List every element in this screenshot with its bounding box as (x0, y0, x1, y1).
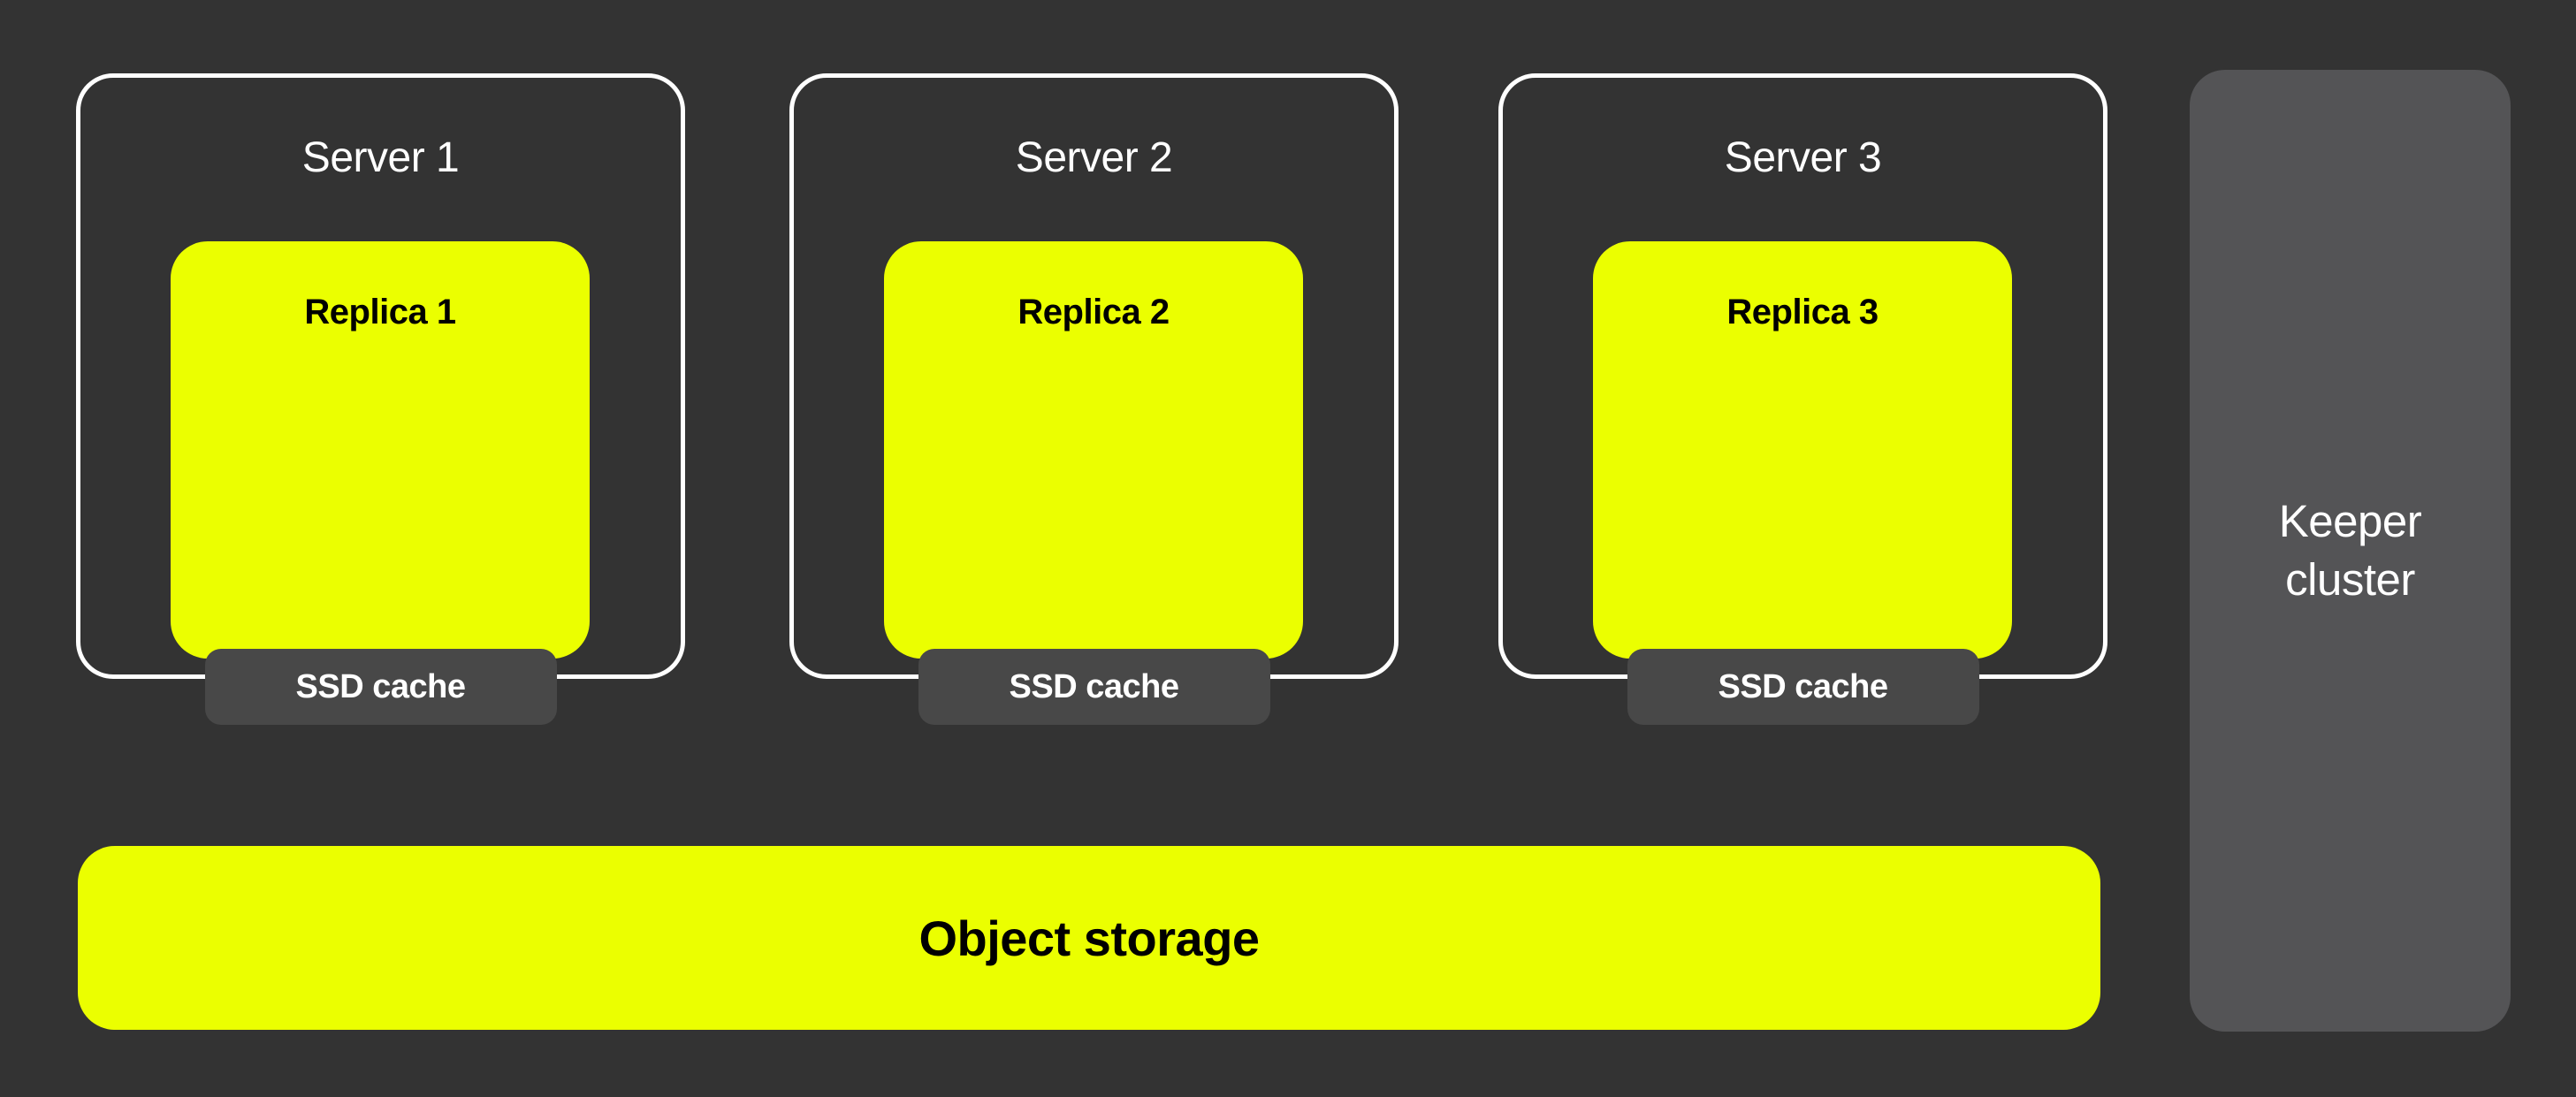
server-2-ssd-cache-label: SSD cache (1009, 667, 1179, 705)
server-3-box: Server 3 Replica 3 SSD cache (1498, 73, 2107, 725)
server-1-label: Server 1 (301, 134, 460, 181)
object-storage-label: Object storage (918, 910, 1260, 966)
keeper-cluster-box: Keeper cluster (2190, 70, 2511, 1032)
server-1-ssd-cache-badge: SSD cache (204, 649, 557, 725)
keeper-cluster-label: Keeper cluster (2278, 492, 2422, 609)
server-3-ssd-cache-badge: SSD cache (1627, 649, 1979, 725)
replica-1-box: Replica 1 (171, 241, 590, 659)
server-2-label: Server 2 (1015, 134, 1173, 181)
replica-2-label: Replica 2 (1017, 293, 1170, 331)
keeper-cluster-label-line-2: cluster (2285, 554, 2415, 605)
replica-3-label: Replica 3 (1726, 293, 1879, 331)
keeper-cluster-label-line-1: Keeper (2278, 496, 2422, 546)
server-2-box: Server 2 Replica 2 SSD cache (789, 73, 1399, 725)
server-3-label: Server 3 (1724, 134, 1882, 181)
replica-1-label: Replica 1 (304, 293, 456, 331)
server-2-ssd-cache-badge: SSD cache (918, 649, 1270, 725)
server-1-box: Server 1 Replica 1 SSD cache (76, 73, 685, 725)
object-storage-box: Object storage (78, 846, 2100, 1030)
replica-2-box: Replica 2 (884, 241, 1303, 659)
replica-3-box: Replica 3 (1593, 241, 2012, 659)
server-3-ssd-cache-label: SSD cache (1718, 667, 1888, 705)
server-1-ssd-cache-label: SSD cache (295, 667, 466, 705)
